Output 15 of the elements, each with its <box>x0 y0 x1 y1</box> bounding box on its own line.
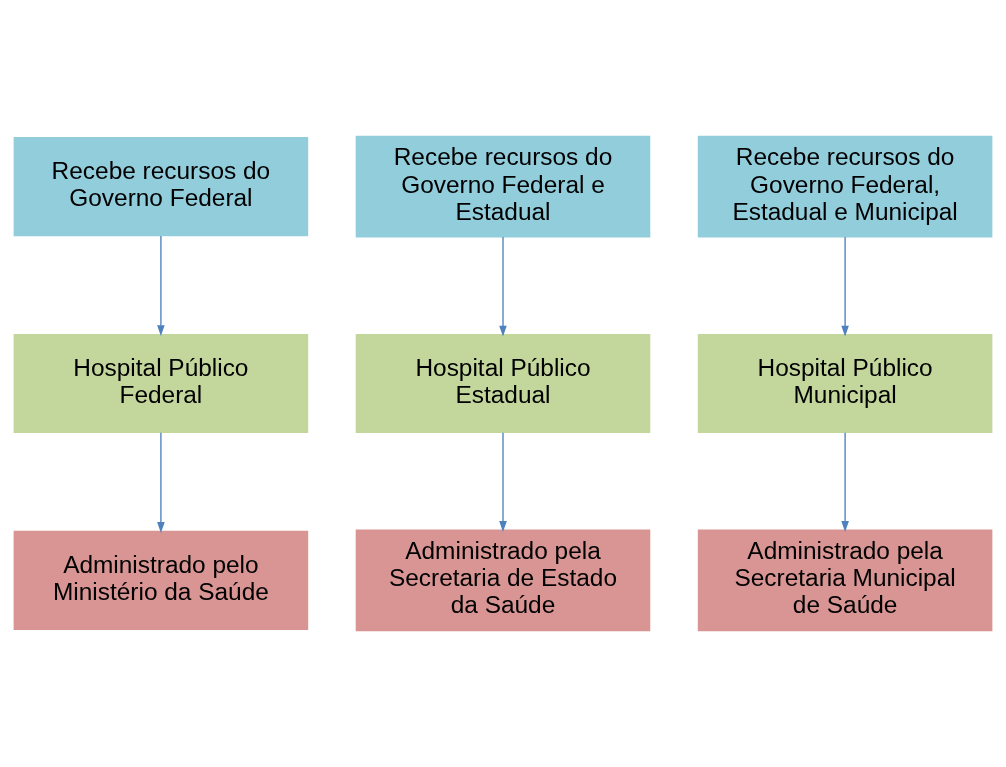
arrow <box>841 236 849 337</box>
node-box: Recebe recursos do Governo Federal, Estadual e Municipal <box>697 135 993 238</box>
arrow <box>499 432 507 532</box>
node-box: Administrado pela Secretaria de Estado da Saúde <box>355 529 651 632</box>
node-box: Recebe recursos do Governo Federal e Estadual <box>355 135 651 238</box>
node-box: Recebe recursos do Governo Federal <box>13 137 309 237</box>
arrow <box>499 236 507 337</box>
arrow <box>157 235 165 337</box>
node-box: Hospital Público Estadual <box>355 333 651 434</box>
node-box: Administrado pelo Ministério da Saúde <box>13 530 309 630</box>
node-box: Hospital Público Federal <box>13 333 309 434</box>
node-box: Administrado pela Secretaria Municipal de Saúde <box>697 529 993 632</box>
arrow <box>841 432 849 532</box>
arrow <box>157 432 165 533</box>
node-box: Hospital Público Municipal <box>697 333 993 434</box>
